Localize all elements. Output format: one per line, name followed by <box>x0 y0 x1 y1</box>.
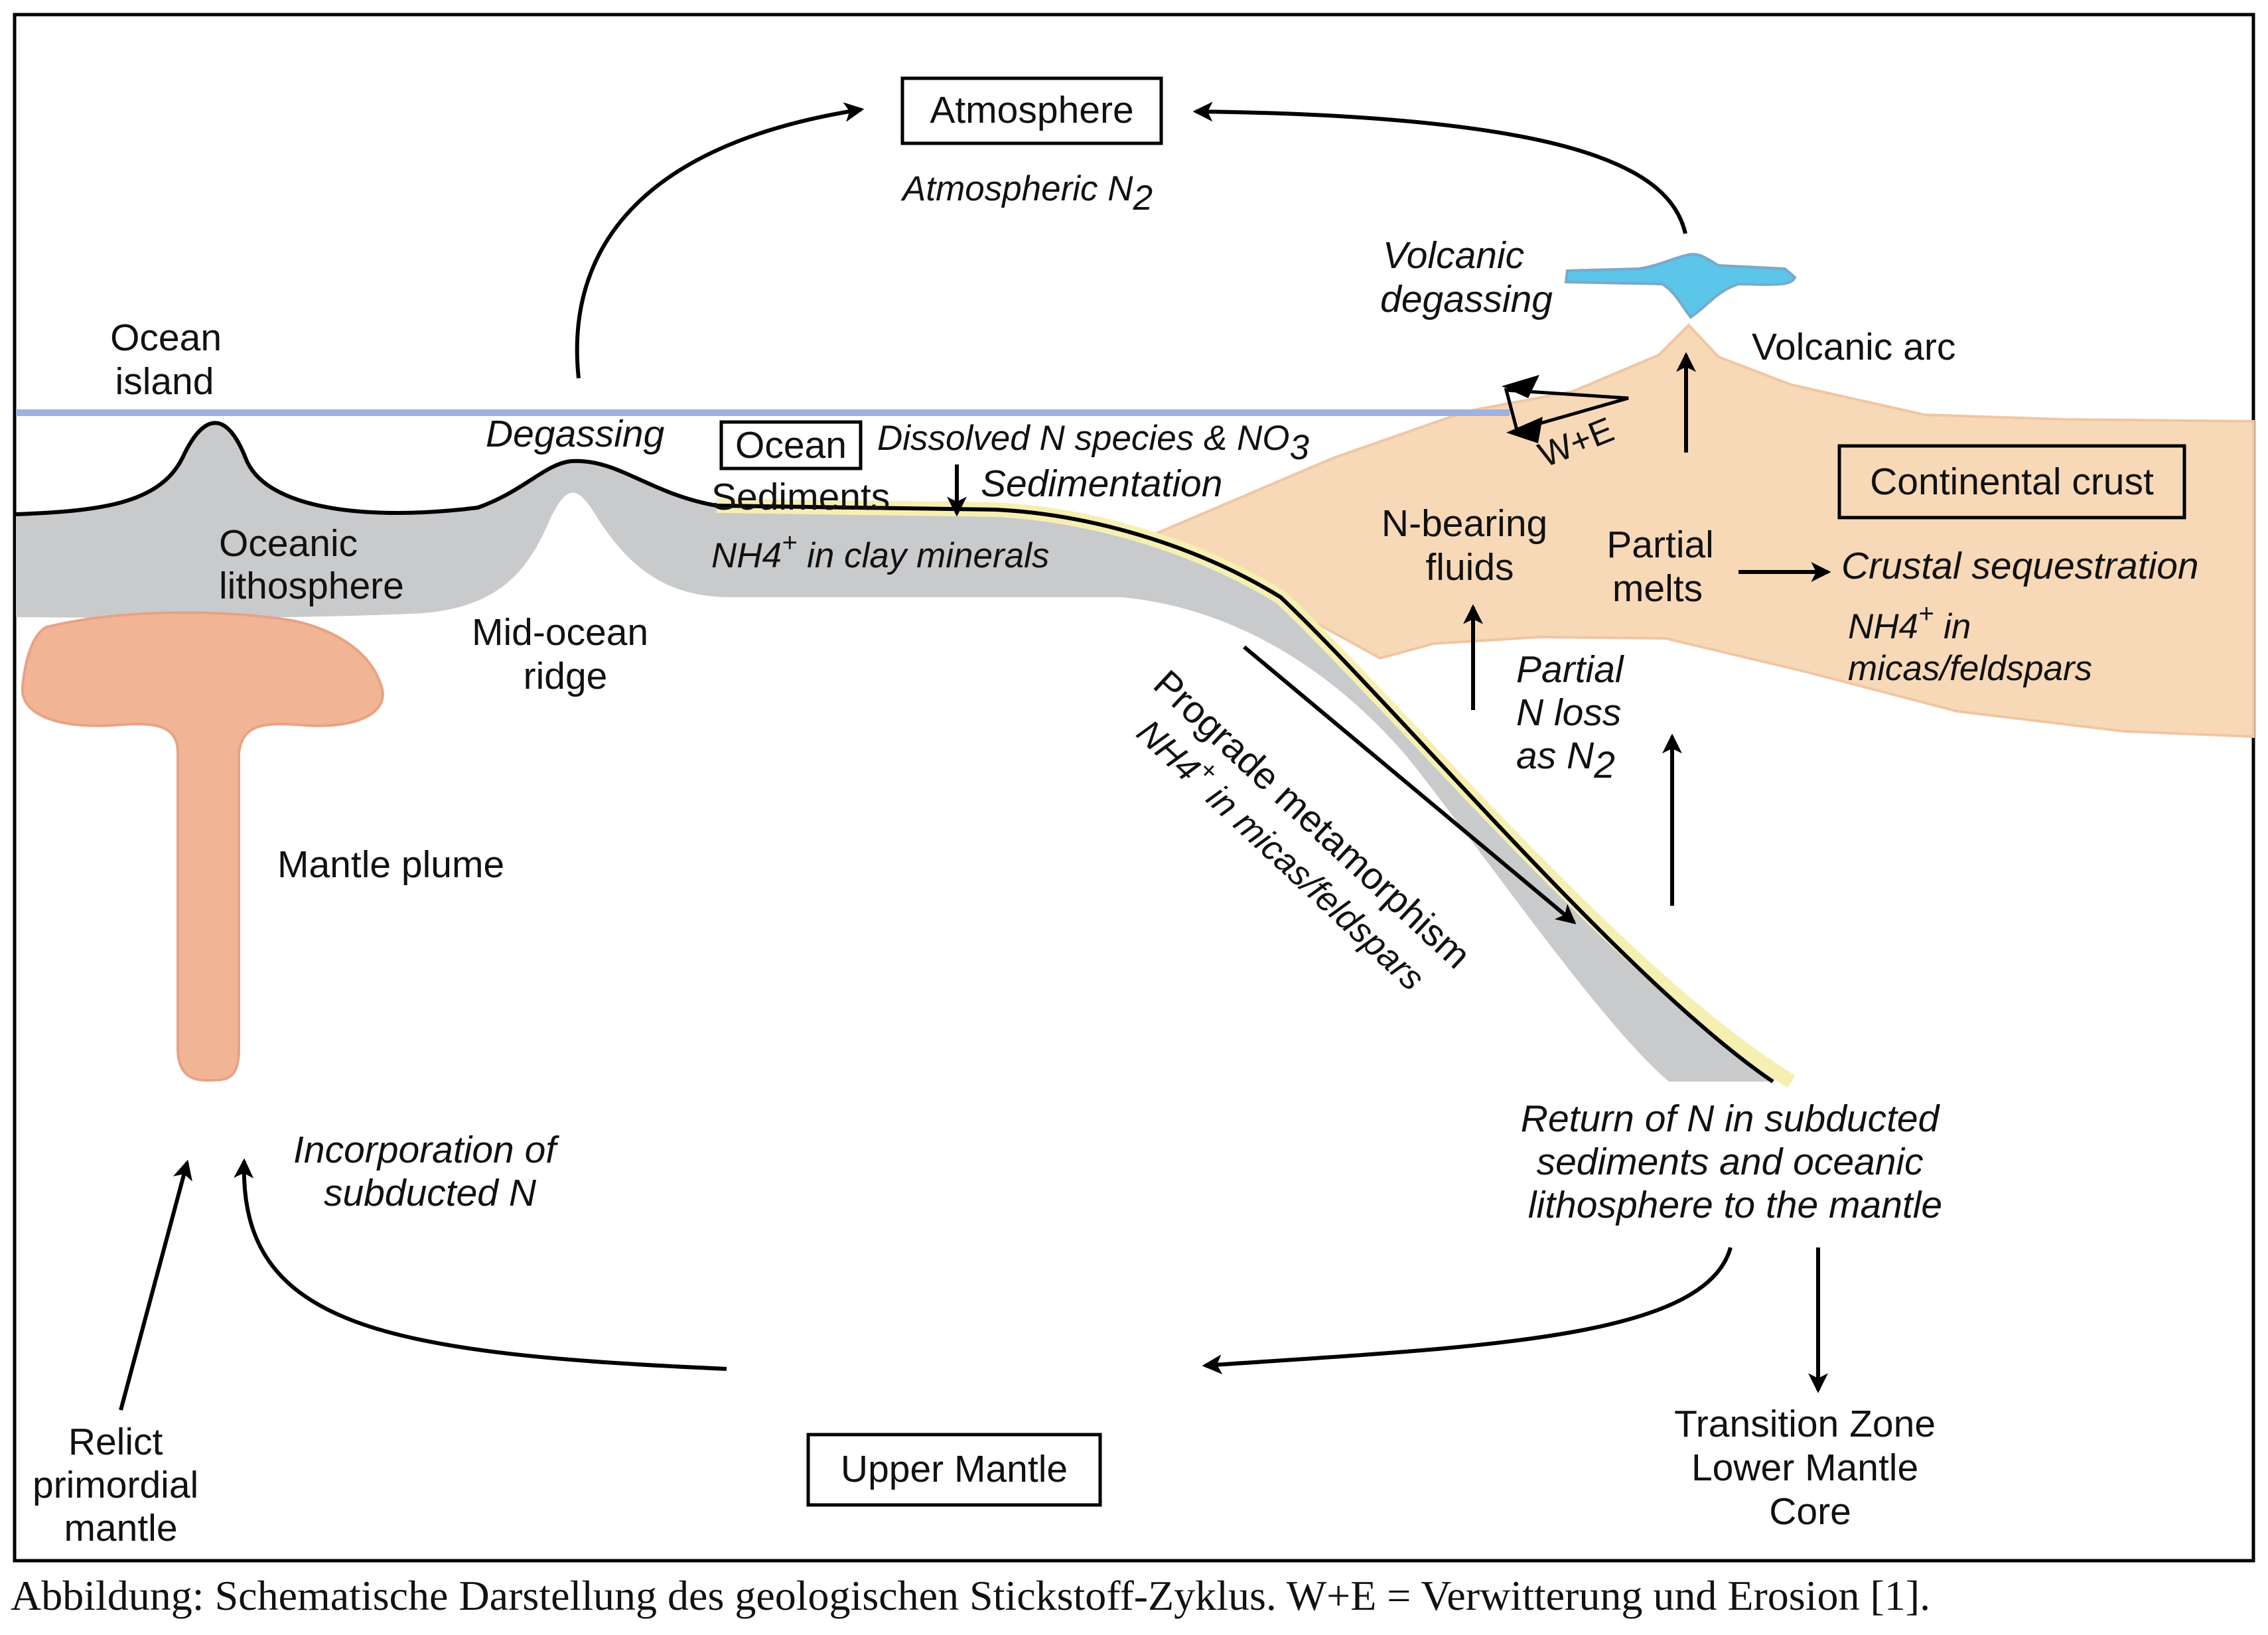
arrow-relict-mantle-to-plume <box>119 1159 192 1411</box>
nh4-slab-label: NH4+ in micas/feldspars <box>1129 707 1437 998</box>
upper-mantle-label: Upper Mantle <box>841 1448 1068 1490</box>
sedimentation-label: Sedimentation <box>981 462 1222 505</box>
arrow-weathering-erosion <box>1504 388 1629 433</box>
arrow-volcanic-to-atmosphere <box>1192 102 1687 234</box>
return-of-n-label: Return of N in subducted sediments and o… <box>1521 1098 1949 1226</box>
oceanic-lithosphere-shape <box>16 423 1773 1082</box>
arrow-prograde-metamorphism <box>1243 645 1577 924</box>
incorporation-label: Incorporation of subducted N <box>293 1129 567 1214</box>
nh4-micas-label: NH4+ in <box>1848 599 1971 646</box>
prograde-metamorphism-label: Prograde metamorphism <box>1145 662 1478 977</box>
ocean-label: Ocean <box>735 424 847 466</box>
dissolved-n-label: Dissolved N species & NO3 <box>877 419 1309 467</box>
transition-zone-label: Transition Zone Lower Mantle Core <box>1674 1403 1946 1533</box>
atmospheric-n2-label: Atmospheric N2 <box>900 169 1153 218</box>
arrow-upper-mantle-to-plume <box>234 1158 727 1371</box>
mantle-plume-shape <box>21 611 384 1082</box>
volcanic-degassing-label: Volcanic degassing <box>1380 234 1553 320</box>
upper-mantle-box <box>806 1433 1102 1507</box>
ocean-island-label: Ocean island <box>110 317 232 403</box>
slab-top-line <box>716 504 1774 1084</box>
ocean-box <box>719 420 863 470</box>
micas-feldspars-label: micas/feldspars <box>1848 649 2092 688</box>
continental-crust-shape <box>1151 323 2255 739</box>
atmosphere-box <box>900 76 1163 145</box>
arrow-return-to-upper-mantle <box>1202 1247 1733 1375</box>
continental-crust-label: Continental crust <box>1870 461 2154 503</box>
nh4-clay-label: NH4+ in clay minerals <box>711 528 1049 575</box>
sediments-label: Sediments <box>711 476 890 518</box>
figure-caption: Abbildung: Schematische Darstellung des … <box>11 1572 1931 1619</box>
atmosphere-label: Atmosphere <box>930 89 1133 131</box>
partial-melts-label: Partial melts <box>1606 524 1724 610</box>
diagram-frame <box>13 13 2255 1563</box>
crustal-sequestration-label: Crustal sequestration <box>1841 545 2199 587</box>
mantle-plume-label: Mantle plume <box>277 843 504 886</box>
degassing-label: Degassing <box>486 413 665 455</box>
partial-n-loss-label: Partial N loss as N2 <box>1516 648 1634 786</box>
oceanic-lithosphere-label: Oceanic lithosphere <box>219 522 404 607</box>
mid-ocean-ridge-label: Mid-ocean ridge <box>472 611 659 697</box>
volcanic-degassing-cloud <box>1564 253 1797 319</box>
arrow-degassing-to-atmosphere <box>575 102 865 379</box>
we-arrowhead-upper <box>1502 375 1539 398</box>
continental-crust-box <box>1837 444 2186 520</box>
lithosphere-top-outline <box>15 421 717 516</box>
relict-primordial-mantle-label: Relict primordial mantle <box>33 1421 209 1549</box>
we-arrowhead-lower <box>1506 417 1543 443</box>
n-bearing-fluids-label: N-bearing fluids <box>1382 502 1558 589</box>
volcanic-arc-label: Volcanic arc <box>1752 326 1955 368</box>
